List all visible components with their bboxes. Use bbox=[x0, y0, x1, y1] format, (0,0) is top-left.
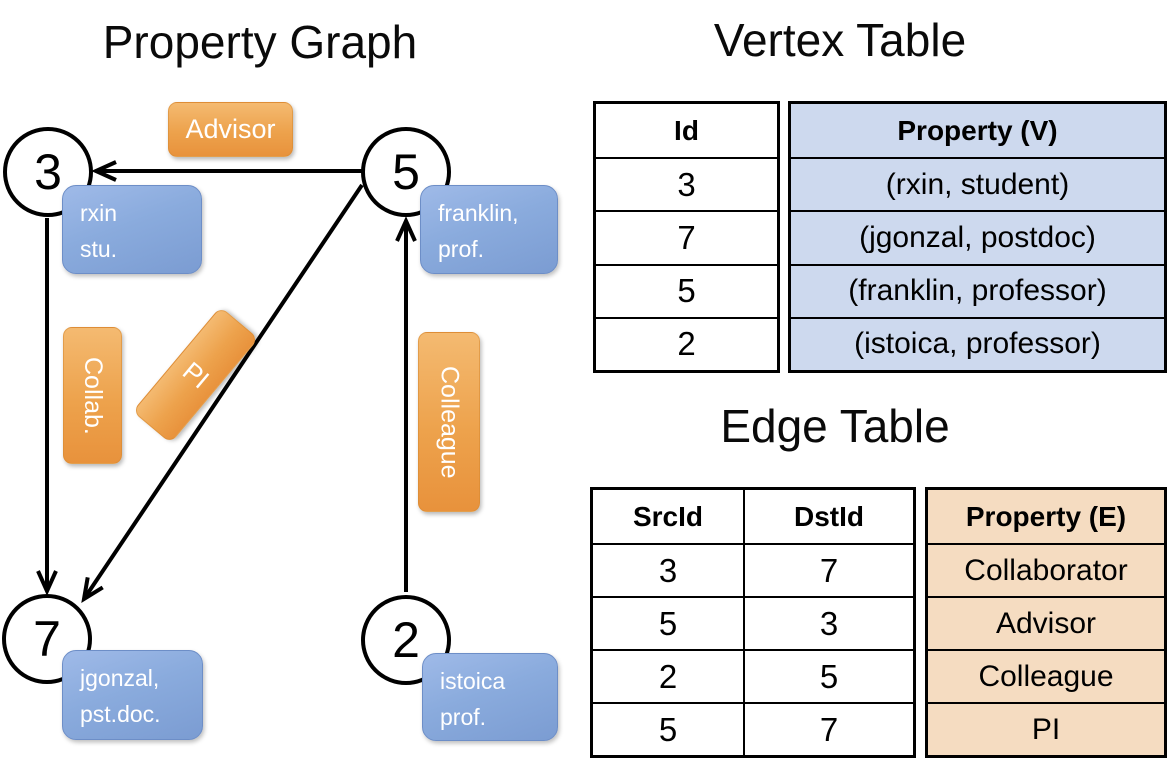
vertex-table-property-cell: (jgonzal, postdoc) bbox=[791, 210, 1164, 263]
vertex-property-box-2: istoica prof. bbox=[422, 653, 558, 741]
edge-label-collab-text: Collab. bbox=[79, 356, 107, 435]
edge-label-advisor-text: Advisor bbox=[185, 114, 276, 144]
edge-table-property-cell: PI bbox=[928, 702, 1164, 755]
vertex-7-line-1: jgonzal, bbox=[80, 665, 160, 691]
edge-table-property-header: Property (E) bbox=[965, 500, 1127, 532]
edge-table-dstid-cell: 5 bbox=[743, 649, 913, 702]
vertex-5-line-1: franklin, bbox=[438, 200, 519, 226]
vertex-table-id-cell: 2 bbox=[596, 316, 777, 370]
vertex-property-box-3: rxin stu. bbox=[62, 185, 202, 274]
edge-table-property-cell: Collaborator bbox=[928, 543, 1164, 596]
node-7-id: 7 bbox=[33, 611, 61, 667]
vertex-7-line-2: pst.doc. bbox=[80, 700, 161, 727]
vertex-table-property-cell: (istoica, professor) bbox=[791, 316, 1164, 370]
vertex-table-id-column: Id 3 7 5 2 bbox=[593, 101, 780, 373]
edge-table-dstid-cell: 3 bbox=[743, 596, 913, 649]
vertex-table-id-header: Id bbox=[674, 114, 699, 146]
node-3-id: 3 bbox=[34, 144, 62, 200]
edge-colleague-arrowhead bbox=[395, 216, 417, 242]
vertex-table-id-cell: 3 bbox=[596, 157, 777, 210]
edge-table-title: Edge Table bbox=[720, 400, 950, 452]
vertex-table-title: Vertex Table bbox=[713, 14, 967, 66]
edge-table-dstid-cell: 7 bbox=[743, 702, 913, 755]
edge-label-advisor: Advisor bbox=[168, 102, 293, 157]
edge-table-id-columns: SrcId DstId 3 7 5 3 2 5 5 7 bbox=[590, 487, 916, 758]
edge-table-srcid-cell: 5 bbox=[593, 596, 743, 649]
graph-node-2: 2 bbox=[361, 595, 451, 685]
vertex-5-line-2: prof. bbox=[438, 235, 485, 262]
edge-label-colleague: Colleague bbox=[418, 332, 480, 512]
edge-advisor-arrowhead bbox=[91, 160, 117, 182]
edge-table-dstid-cell: 7 bbox=[743, 543, 913, 596]
edge-pi-line bbox=[84, 183, 364, 598]
vertex-table-property-cell: (rxin, student) bbox=[791, 157, 1164, 210]
edge-table-dstid-header: DstId bbox=[743, 490, 913, 543]
vertex-2-line-1: istoica bbox=[440, 668, 506, 694]
node-2-id: 2 bbox=[392, 612, 420, 668]
edge-table-srcid-cell: 5 bbox=[593, 702, 743, 755]
vertex-property-box-5: franklin, prof. bbox=[420, 185, 558, 274]
edge-table-srcid-cell: 2 bbox=[593, 649, 743, 702]
vertex-property-box-7: jgonzal, pst.doc. bbox=[62, 650, 203, 740]
edge-label-colleague-text: Colleague bbox=[435, 365, 464, 479]
node-5-id: 5 bbox=[392, 144, 420, 200]
vertex-2-line-2: prof. bbox=[440, 703, 487, 730]
edge-label-pi-text: PI bbox=[176, 355, 215, 395]
edge-collab-arrowhead bbox=[36, 570, 58, 596]
vertex-table-id-cell: 7 bbox=[596, 210, 777, 263]
edge-table-srcid-header: SrcId bbox=[632, 500, 704, 532]
edge-table-srcid-cell: 3 bbox=[593, 543, 743, 596]
edge-label-collab: Collab. bbox=[63, 327, 122, 464]
vertex-table-property-header: Property (V) bbox=[897, 114, 1058, 146]
edge-pi-arrowhead bbox=[81, 577, 104, 604]
vertex-table-id-cell: 5 bbox=[596, 263, 777, 317]
vertex-table-property-cell: (franklin, professor) bbox=[791, 263, 1164, 317]
edge-table-property-cell: Advisor bbox=[928, 596, 1164, 649]
edge-table-property-cell: Colleague bbox=[928, 649, 1164, 702]
edge-table-property-column: Property (E) Collaborator Advisor Collea… bbox=[925, 487, 1167, 758]
vertex-3-line-1: rxin bbox=[80, 200, 118, 226]
vertex-3-line-2: stu. bbox=[80, 235, 118, 262]
vertex-table-property-column: Property (V) (rxin, student) (jgonzal, p… bbox=[788, 101, 1167, 373]
graph-edges-layer bbox=[36, 160, 417, 604]
property-graph-title: Property Graph bbox=[102, 16, 418, 68]
